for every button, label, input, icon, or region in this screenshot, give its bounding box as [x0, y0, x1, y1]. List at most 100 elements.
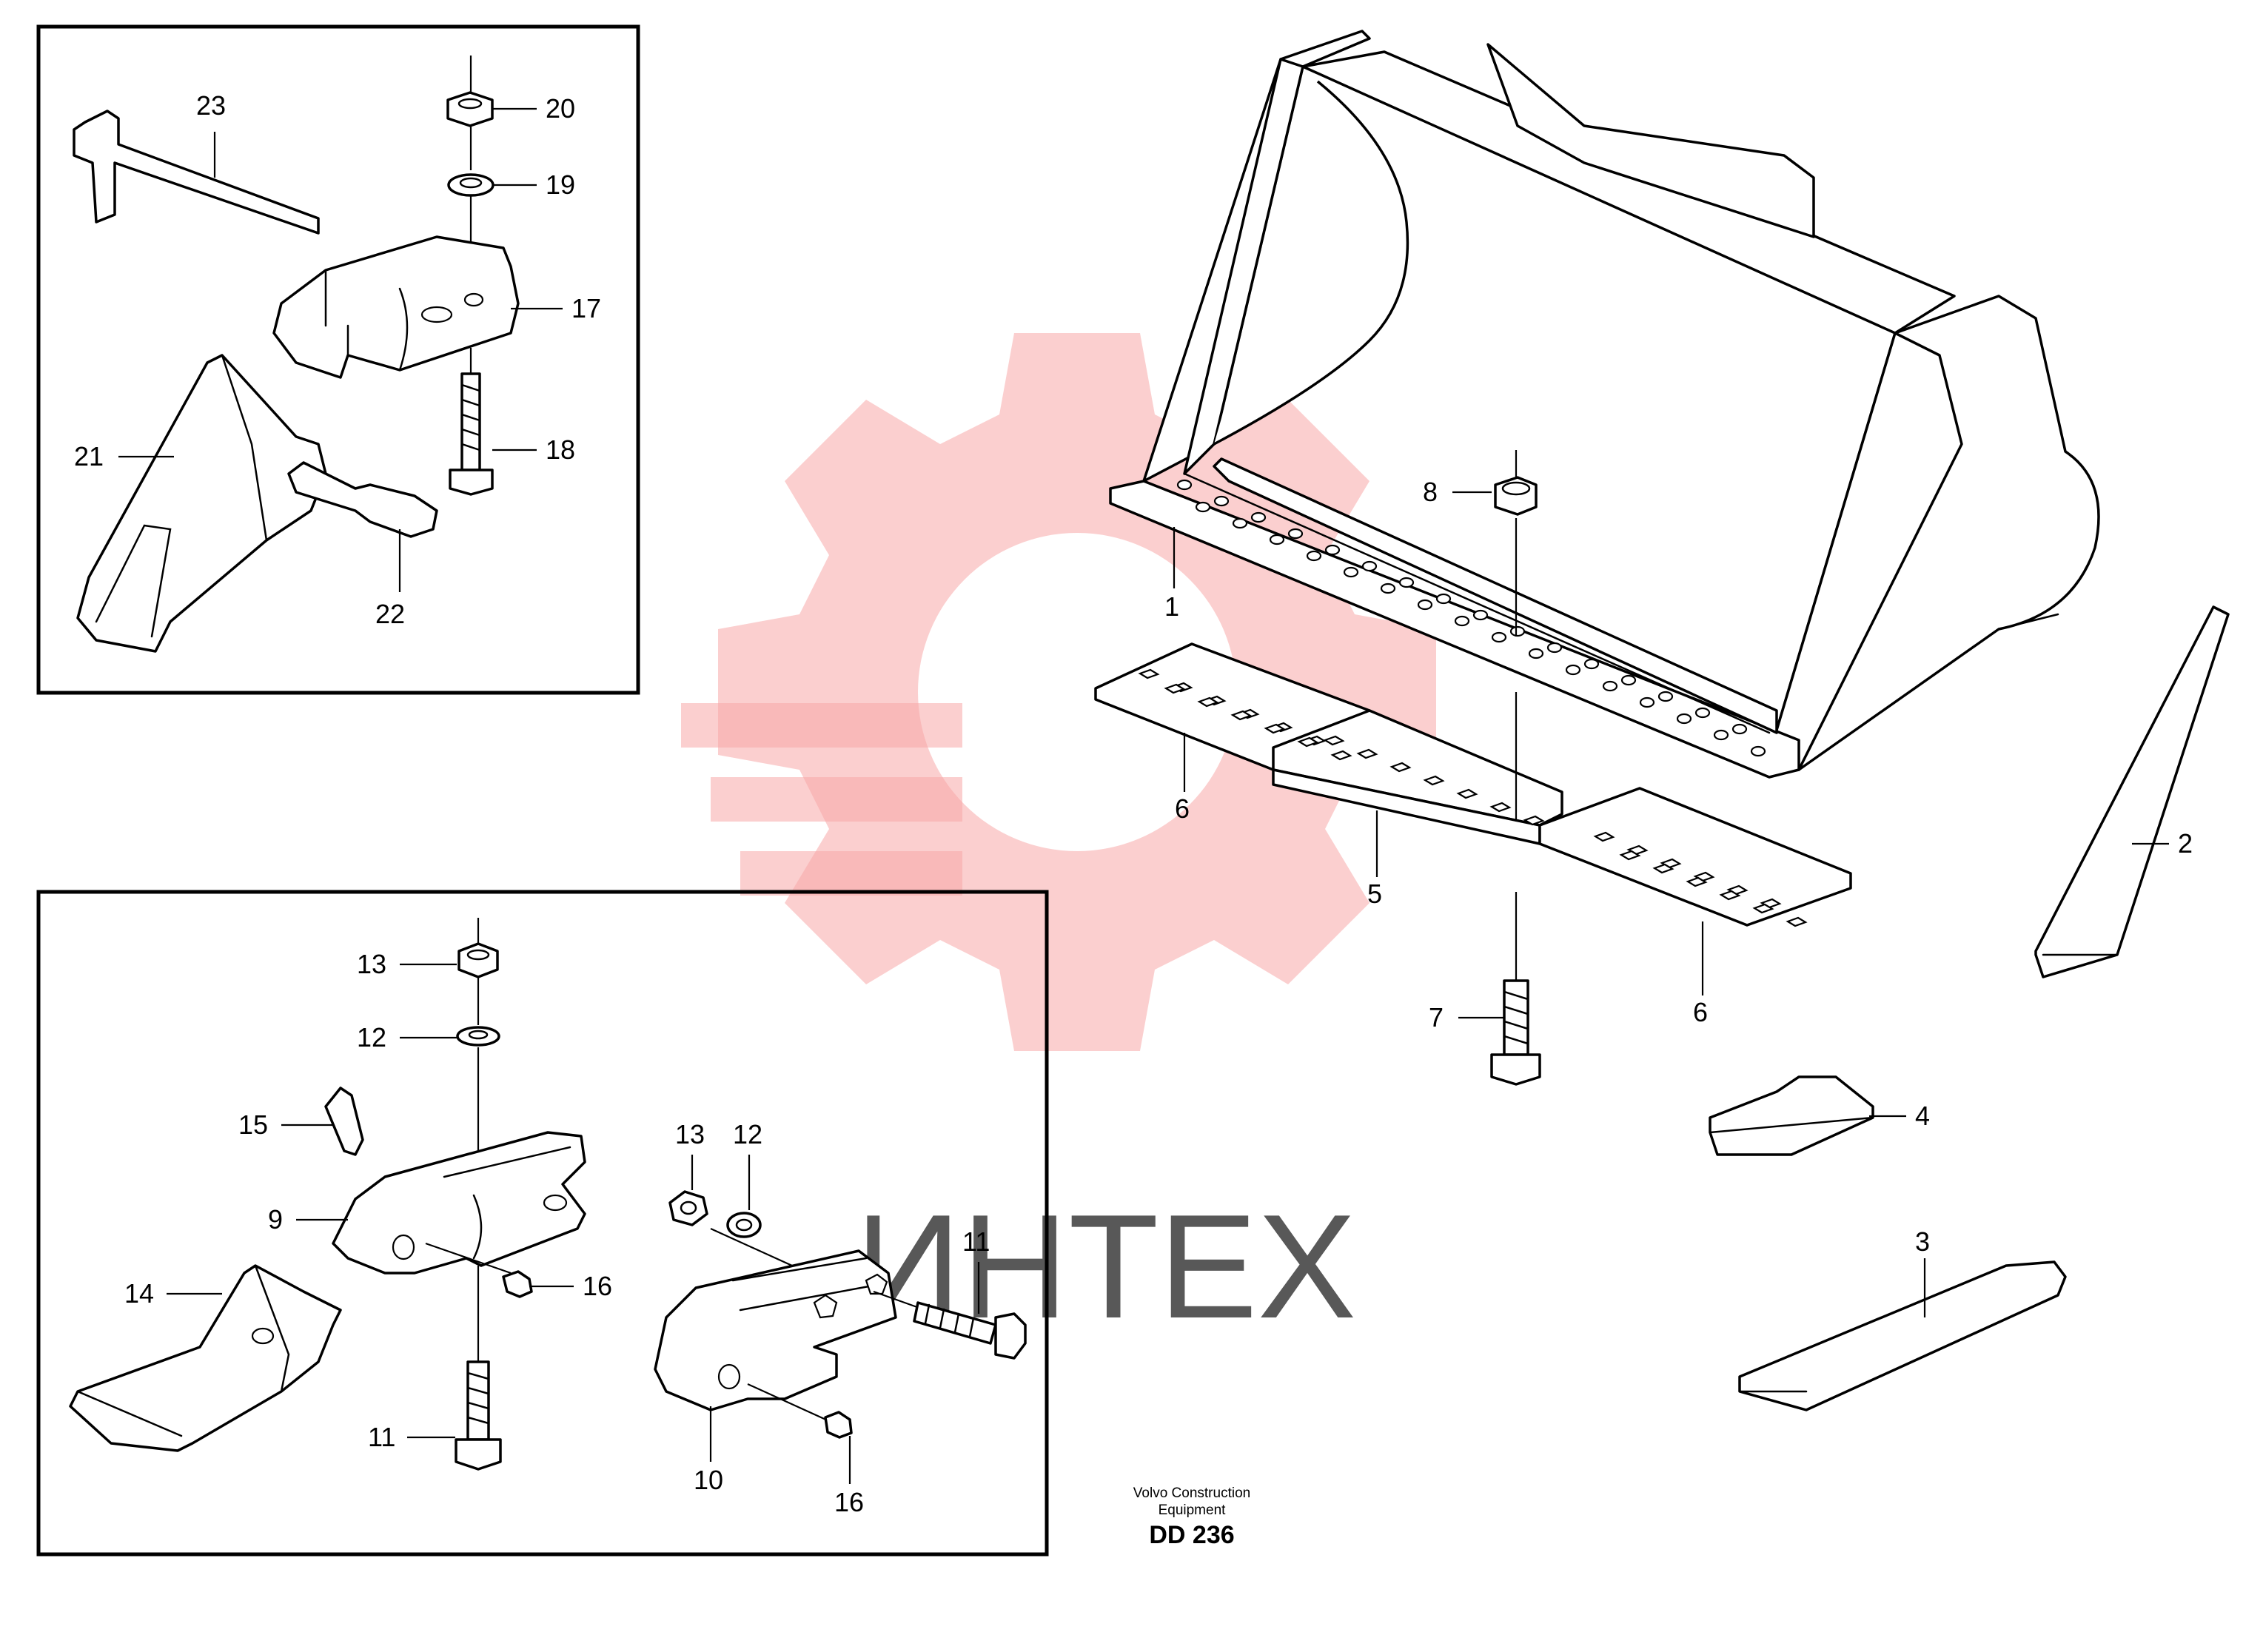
bucket-lip-hole [1287, 528, 1304, 540]
callout-10: 10 [694, 1465, 723, 1495]
cutting-edge-hole [1423, 775, 1445, 786]
callout-18: 18 [546, 434, 575, 465]
bucket-lip-hole [1435, 593, 1452, 605]
callout-12-left: 12 [357, 1022, 386, 1052]
bucket-lip-hole [1694, 707, 1711, 719]
nut-part-20 [446, 91, 494, 127]
bucket-lip-hole [1361, 560, 1378, 572]
cutting-edge-hole [1138, 668, 1160, 679]
callout-leaders [118, 107, 2169, 1484]
bucket-lip-hole [1195, 501, 1211, 513]
tooth-part-21 [76, 354, 327, 653]
callout-23: 23 [196, 90, 226, 121]
callout-3: 3 [1915, 1226, 1930, 1257]
washer-part-12-left [456, 1026, 500, 1047]
bucket-lip-hole [1713, 729, 1729, 741]
bucket-part-1 [1109, 30, 2100, 779]
publisher-line-1: Volvo Construction [1133, 1485, 1250, 1501]
detail-frame-bottom [36, 890, 1049, 1557]
callout-11-left: 11 [368, 1422, 395, 1452]
callout-22: 22 [375, 599, 405, 629]
bucket-lip-hole [1491, 631, 1507, 643]
bucket-lip-hole [1731, 723, 1748, 735]
bucket-lip-hole [1398, 577, 1415, 588]
bucket-lip-hole [1528, 648, 1544, 659]
detail-frame-top [36, 24, 640, 695]
callout-2: 2 [2178, 828, 2193, 859]
cutting-edge-hole [1593, 831, 1615, 842]
cutting-edge-hole [1330, 750, 1352, 761]
washer-part-19 [447, 173, 494, 197]
bucket-lip-hole [1509, 625, 1526, 637]
cutting-edge-hole [1523, 815, 1545, 826]
bucket-lip-hole [1250, 511, 1267, 523]
wear-strip-part-3 [1738, 1260, 2067, 1411]
keeper-part-15 [324, 1087, 364, 1156]
adapter-part-10 [654, 1249, 897, 1411]
bucket-lip-hole [1583, 658, 1600, 670]
bucket-lip-hole [1602, 680, 1618, 692]
cutting-edge-hole [1719, 890, 1741, 901]
cutting-edge-hole [1356, 748, 1378, 759]
cutting-edge-hole [1323, 735, 1345, 746]
bucket-lip-hole [1565, 664, 1581, 676]
bucket-lip-hole [1417, 599, 1433, 611]
tooth-part-14 [69, 1264, 342, 1452]
cutting-edge-hole [1686, 876, 1708, 887]
pin-part-16-right [824, 1411, 853, 1439]
bucket-lip-hole [1324, 544, 1341, 556]
callout-14: 14 [124, 1278, 154, 1309]
callout-19: 19 [546, 169, 575, 200]
cutting-edge-hole [1389, 762, 1412, 773]
bucket-lip-hole [1306, 550, 1322, 562]
callout-20: 20 [546, 93, 575, 124]
bucket-lip-hole [1657, 691, 1674, 702]
washer-part-12-right [726, 1212, 762, 1238]
bucket-lip-hole [1676, 713, 1692, 725]
callout-11-right: 11 [962, 1226, 990, 1257]
adapter-part-9 [332, 1131, 586, 1275]
bucket-lip-hole [1269, 534, 1285, 545]
callout-labels: 1 2 3 4 5 6 6 7 8 9 10 11 11 12 12 13 13… [74, 90, 2193, 1517]
callout-9: 9 [268, 1204, 283, 1235]
adapter-part-17 [272, 235, 520, 379]
drawing-code: DD 236 [1149, 1521, 1234, 1549]
retainer-pin-part-23 [73, 110, 320, 235]
cutting-edge-hole [1752, 903, 1774, 914]
nut-part-13-right [668, 1190, 708, 1226]
cutting-edge-hole [1786, 916, 1808, 927]
callout-5: 5 [1367, 879, 1382, 909]
cutting-edge-bolt-holes [1138, 668, 1808, 927]
locking-pin-part-22 [287, 461, 438, 538]
side-wear-plate-part-2 [2034, 605, 2230, 978]
callout-13-right: 13 [675, 1119, 705, 1149]
callout-1: 1 [1164, 591, 1179, 622]
bucket-lip-hole [1213, 495, 1230, 507]
cutting-edge-hole [1197, 696, 1219, 708]
bolt-part-18 [449, 372, 494, 496]
pin-part-16-left [502, 1270, 533, 1298]
bucket-lip-hole [1454, 615, 1470, 627]
bucket-lip-hole [1472, 609, 1489, 621]
bucket-lip-hole [1380, 582, 1396, 594]
callout-6-right: 6 [1693, 997, 1708, 1027]
bolt-part-7 [1490, 979, 1541, 1086]
nut-part-13-left [457, 942, 499, 978]
callout-4: 4 [1915, 1101, 1930, 1131]
callout-16-left: 16 [583, 1271, 612, 1301]
bucket-lip-hole [1639, 696, 1655, 708]
bucket-lip-hole [1343, 566, 1359, 578]
callout-13-left: 13 [357, 949, 386, 979]
bolt-part-11-left [455, 1360, 502, 1471]
bucket-lip-hole [1546, 642, 1563, 654]
cutting-edge-hole [1652, 863, 1674, 874]
callout-15: 15 [238, 1109, 268, 1140]
cutting-edge-hole [1164, 683, 1186, 694]
bucket-lip-hole [1750, 745, 1766, 757]
callout-8: 8 [1423, 477, 1438, 507]
cutting-edge-hole [1456, 788, 1478, 799]
cutting-edge-hole [1264, 723, 1286, 734]
callout-16-right: 16 [834, 1487, 864, 1517]
callout-7: 7 [1429, 1002, 1444, 1032]
